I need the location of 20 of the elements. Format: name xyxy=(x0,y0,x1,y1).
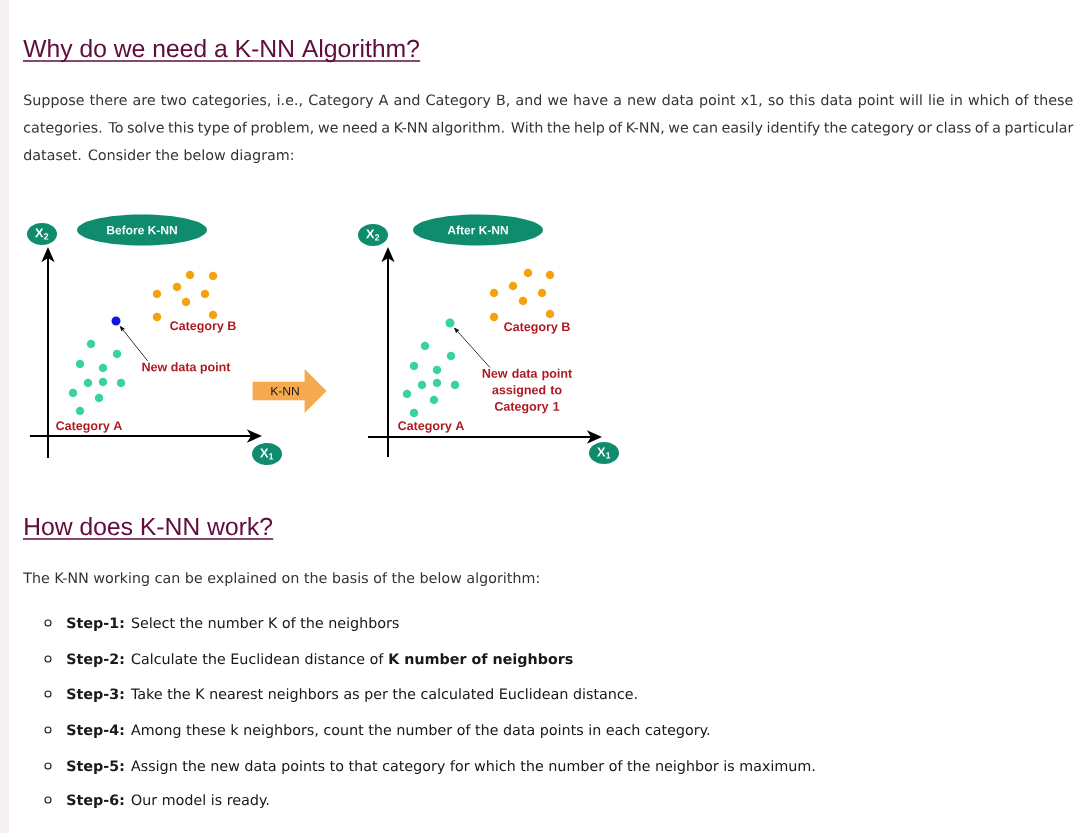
leader-line xyxy=(454,327,491,368)
data-point xyxy=(445,318,455,328)
annotation-text: New data point xyxy=(142,362,231,374)
annotation-text: New data point assigned to Category 1 xyxy=(482,368,572,414)
list-item: Step-4: Among these k neighbors, count the number of the data points in each category. xyxy=(67,724,710,738)
paragraph: Suppose there are two categories, i.e., Category A and Category B, and we have a new data point x1, so this data point will lie in which of these categories. To solve this type of problem, we need a K-NN algorithm. With the help of K-NN, we can easily identify the category or class of a particular dataset. Consider the below diagram: xyxy=(24,94,1074,164)
data-point xyxy=(111,316,121,326)
list-item: Step-5: Assign the new data points to that category for which the number of the neighbor is maximum. xyxy=(67,760,815,774)
leader-line xyxy=(119,326,149,362)
list-item: Step-1: Select the number K of the neighbors xyxy=(67,617,399,631)
category-label: Category B xyxy=(504,322,570,334)
list-item: Step-6: Our model is ready. xyxy=(67,794,269,808)
section-heading: How does K-NN work? xyxy=(22,517,274,540)
list-item: Step-2: Calculate the Euclidean distance of K number of neighbors xyxy=(67,653,573,668)
list-item: Step-3: Take the K nearest neighbors as per the calculated Euclidean distance. xyxy=(67,688,637,702)
page-heading: Why do we need a K-NN Algorithm? xyxy=(22,39,421,63)
paragraph: The K-NN working can be explained on the basis of the below algorithm: xyxy=(23,572,539,586)
category-label: Category A xyxy=(398,421,464,433)
category-label: Category B xyxy=(170,321,236,333)
category-label: Category A xyxy=(56,421,122,433)
